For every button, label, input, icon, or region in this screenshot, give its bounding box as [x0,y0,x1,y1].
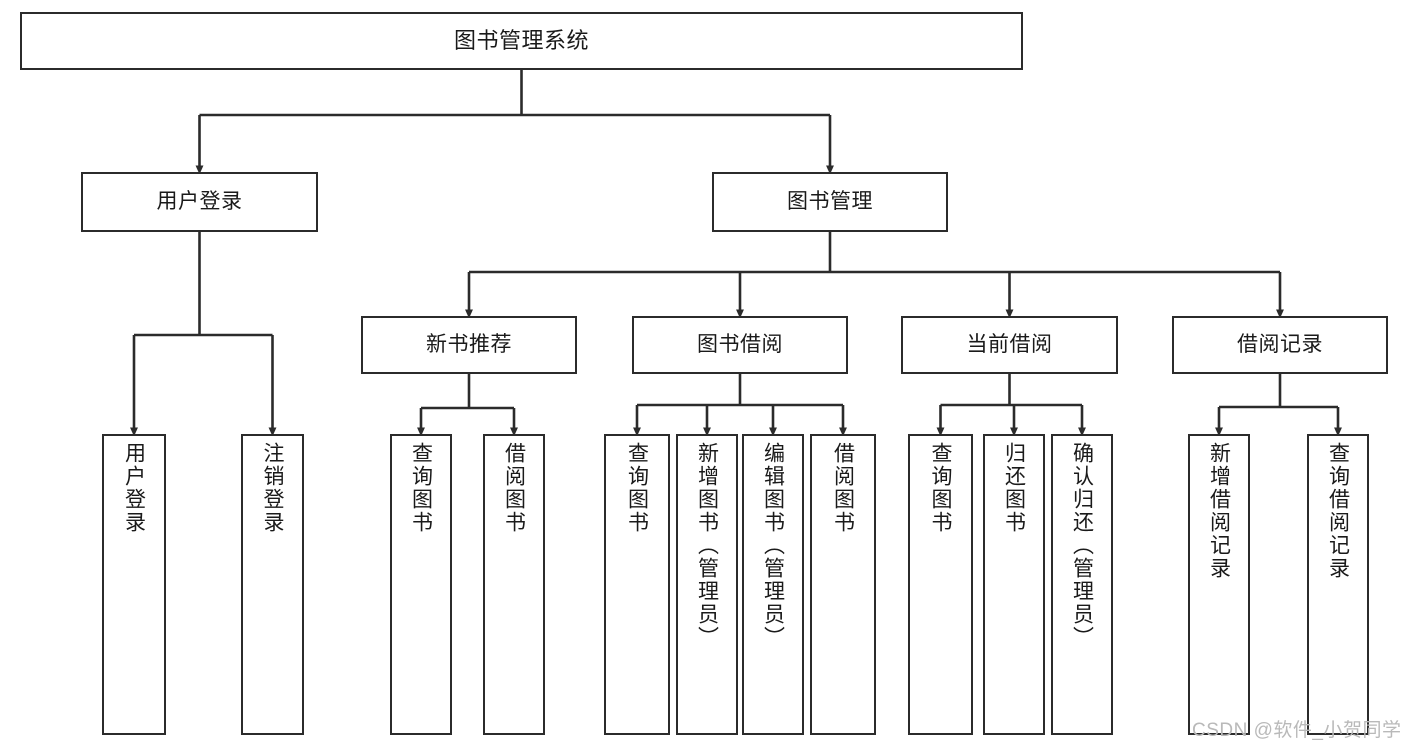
node-l-editbook: 编辑图书（管理员） [742,434,804,735]
node-label: 编辑图书（管理员） [761,442,785,649]
node-label: 借阅图书 [502,442,526,534]
node-l-qrec: 查询借阅记录 [1307,434,1369,735]
node-label: 注销登录 [261,442,284,534]
node-l-bbook1: 借阅图书 [483,434,545,735]
node-label: 新书推荐 [426,332,512,356]
node-borrow: 图书借阅 [632,316,848,374]
node-current: 当前借阅 [901,316,1118,374]
node-label: 归还图书 [1002,442,1026,534]
node-bookmgmt: 图书管理 [712,172,948,232]
node-label: 借阅记录 [1237,332,1323,356]
node-label: 用户登录 [122,442,146,534]
node-label: 查询图书 [625,442,649,534]
node-label: 查询图书 [929,442,952,534]
watermark-text: CSDN @软件_小贺同学 [1192,720,1402,741]
node-label: 查询图书 [409,442,433,534]
node-newbook: 新书推荐 [361,316,577,374]
node-label: 用户登录 [156,189,243,213]
node-l-addbook: 新增图书（管理员） [676,434,738,735]
node-login: 用户登录 [81,172,318,232]
node-label: 确认归还（管理员） [1070,442,1094,649]
node-l-addrec: 新增借阅记录 [1188,434,1250,735]
node-l-confirm: 确认归还（管理员） [1051,434,1113,735]
node-root: 图书管理系统 [20,12,1023,70]
node-l-login: 用户登录 [102,434,166,735]
node-l-logout: 注销登录 [241,434,304,735]
node-label: 当前借阅 [966,332,1053,356]
node-label: 借阅图书 [831,442,855,534]
node-label: 查询借阅记录 [1326,442,1350,580]
node-label: 新增图书（管理员） [695,442,719,649]
node-label: 新增借阅记录 [1207,442,1231,580]
node-l-bbook2: 借阅图书 [810,434,876,735]
node-label: 图书管理 [787,189,873,213]
node-label: 图书管理系统 [453,28,589,54]
node-label: 图书借阅 [697,332,783,356]
node-l-qbook1: 查询图书 [390,434,452,735]
node-records: 借阅记录 [1172,316,1388,374]
node-l-return: 归还图书 [983,434,1045,735]
node-l-qbook3: 查询图书 [908,434,973,735]
node-l-qbook2: 查询图书 [604,434,670,735]
